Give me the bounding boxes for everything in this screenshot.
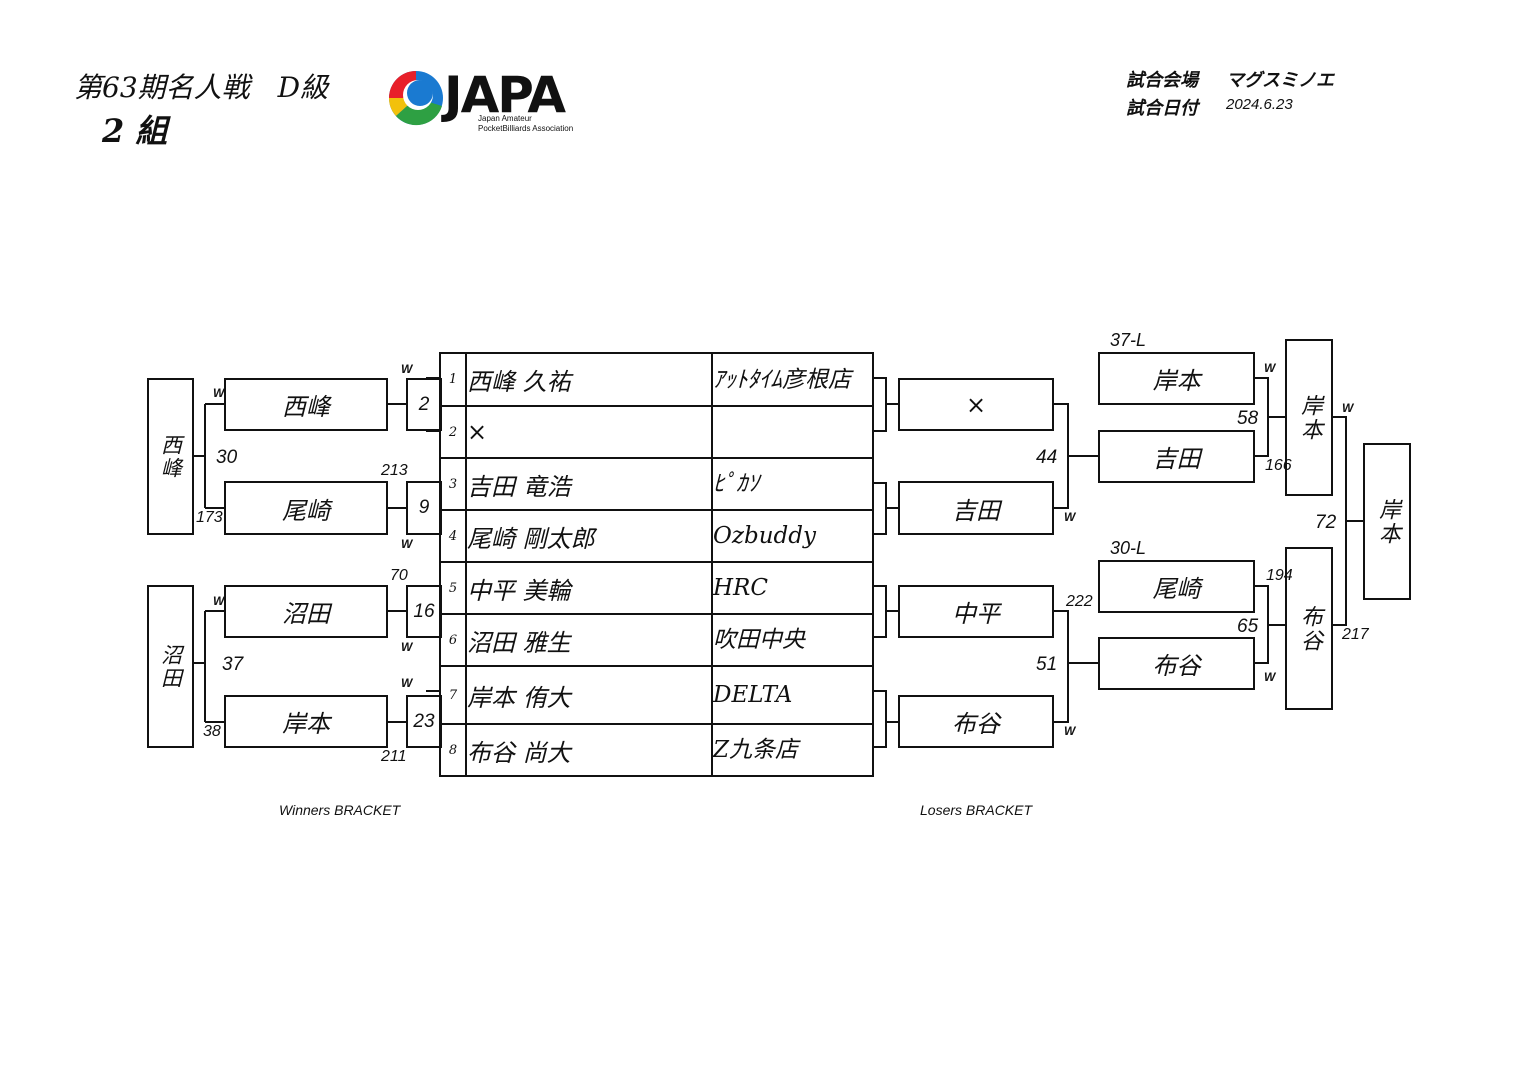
table-no-2: 173 <box>196 509 223 526</box>
win-mark: W <box>213 594 225 608</box>
venue-value: マグスミノエ <box>1226 70 1334 91</box>
roster-player: 岸本 侑大 <box>465 665 713 725</box>
roster-row: 2 × <box>439 405 874 459</box>
winners-match-no-3: 16 <box>406 585 442 638</box>
page-title: 第63期名人戦 D級 <box>74 71 329 104</box>
roster-row: 4 尾崎 剛太郎 Ozbuddy <box>439 509 874 563</box>
roster-player: 吉田 竜浩 <box>465 457 713 511</box>
winners-final-match-2: 37 <box>222 654 244 675</box>
winners-r1-slot-2: 尾崎 <box>224 481 388 535</box>
winners-match-no-1: 2 <box>406 378 442 431</box>
roster-row: 5 中平 美輪 HRC <box>439 561 874 615</box>
group-label: 2 組 <box>102 112 168 150</box>
losers-match-no-2: 51 <box>1036 654 1058 675</box>
roster-no: 1 <box>439 352 467 407</box>
roster-no: 8 <box>439 723 467 777</box>
losers-r2-slot-4: 布谷 <box>1098 637 1255 690</box>
roster-no: 2 <box>439 405 467 459</box>
win-mark: W <box>213 386 225 400</box>
winners-match-no-2: 9 <box>406 481 442 535</box>
losers-winner: 岸本 <box>1363 443 1411 600</box>
roster-club: HRC <box>711 561 874 615</box>
japa-logo: JAPA Japan Amateur PocketBilliards Assoc… <box>386 66 596 142</box>
win-mark: W <box>401 537 413 551</box>
win-mark: W <box>1342 401 1354 415</box>
win-mark: W <box>401 640 413 654</box>
losers-match-no-3: 58 <box>1237 408 1259 429</box>
drop-label-1: 37-L <box>1110 330 1147 350</box>
winners-r1-slot-4: 岸本 <box>224 695 388 748</box>
roster-club <box>711 405 874 459</box>
roster-no: 5 <box>439 561 467 615</box>
losers-semi-1: 岸本 <box>1285 339 1333 496</box>
logo-wordmark: JAPA <box>444 66 566 124</box>
winners-finalist-1: 西峰 <box>147 378 194 535</box>
losers-r2-slot-2: 吉田 <box>1098 430 1255 483</box>
roster-row: 1 西峰 久祐 ｱｯﾄﾀｲﾑ彦根店 <box>439 352 874 407</box>
losers-match-no-1: 44 <box>1036 447 1058 468</box>
roster-club: Ozbuddy <box>711 509 874 563</box>
roster-player: 布谷 尚大 <box>465 723 713 777</box>
roster-player: 尾崎 剛太郎 <box>465 509 713 563</box>
losers-r1-slot-4: 布谷 <box>898 695 1054 748</box>
roster-no: 7 <box>439 665 467 725</box>
win-mark: W <box>1264 670 1276 684</box>
winners-final-match-1: 30 <box>216 447 238 468</box>
roster-player: 中平 美輪 <box>465 561 713 615</box>
roster-no: 4 <box>439 509 467 563</box>
roster-player: × <box>465 405 713 459</box>
winners-match-no-4: 23 <box>406 695 442 748</box>
table-no-5: 211 <box>381 748 407 765</box>
roster-club: 吹田中央 <box>711 613 874 667</box>
winners-finalist-2: 沼田 <box>147 585 194 748</box>
logo-tagline-1: Japan Amateur <box>478 114 532 123</box>
logo-ball-icon <box>389 71 443 126</box>
losers-table-no-2: 166 <box>1265 457 1292 474</box>
roster-row: 3 吉田 竜浩 ﾋﾟｶｿ <box>439 457 874 511</box>
date-value: 2024.6.23 <box>1226 96 1293 113</box>
roster-row: 6 沼田 雅生 吹田中央 <box>439 613 874 667</box>
win-mark: W <box>1064 510 1076 524</box>
losers-table-no-3: 194 <box>1266 567 1293 584</box>
table-no-4: 38 <box>203 723 221 740</box>
win-mark: W <box>1064 724 1076 738</box>
roster-club: ﾋﾟｶｿ <box>711 457 874 511</box>
drop-label-2: 30-L <box>1110 538 1147 558</box>
roster-no: 6 <box>439 613 467 667</box>
losers-semi-2: 布谷 <box>1285 547 1333 710</box>
roster-table: 1 西峰 久祐 ｱｯﾄﾀｲﾑ彦根店 2 × 3 吉田 竜浩 ﾋﾟｶｿ 4 尾崎 … <box>439 352 874 777</box>
losers-match-no-4: 65 <box>1237 616 1259 637</box>
losers-r1-slot-2: 吉田 <box>898 481 1054 535</box>
roster-row: 8 布谷 尚大 Z九条店 <box>439 723 874 777</box>
losers-table-no-1: 222 <box>1066 593 1093 610</box>
venue-label: 試合会場 <box>1126 70 1198 91</box>
losers-match-no-5: 72 <box>1315 512 1337 533</box>
win-mark: W <box>401 362 413 376</box>
losers-r1-slot-3: 中平 <box>898 585 1054 638</box>
roster-club: Z九条店 <box>711 723 874 777</box>
winners-r1-slot-3: 沼田 <box>224 585 388 638</box>
winners-r1-slot-1: 西峰 <box>224 378 388 431</box>
losers-r1-slot-1: × <box>898 378 1054 431</box>
date-label: 試合日付 <box>1126 98 1198 119</box>
roster-row: 7 岸本 侑大 DELTA <box>439 665 874 725</box>
roster-no: 3 <box>439 457 467 511</box>
roster-club: DELTA <box>711 665 874 725</box>
losers-bracket-label: Losers BRACKET <box>920 802 1033 818</box>
table-no-3: 70 <box>390 567 408 584</box>
win-mark: W <box>401 676 413 690</box>
losers-table-no-4: 217 <box>1342 626 1369 643</box>
losers-r2-slot-3: 尾崎 <box>1098 560 1255 613</box>
roster-player: 沼田 雅生 <box>465 613 713 667</box>
roster-player: 西峰 久祐 <box>465 352 713 407</box>
losers-r2-slot-1: 岸本 <box>1098 352 1255 405</box>
table-no-1: 213 <box>381 462 408 479</box>
roster-club: ｱｯﾄﾀｲﾑ彦根店 <box>711 352 874 407</box>
winners-bracket-label: Winners BRACKET <box>279 802 401 818</box>
win-mark: W <box>1264 361 1276 375</box>
logo-tagline-2: PocketBilliards Association <box>478 124 574 133</box>
